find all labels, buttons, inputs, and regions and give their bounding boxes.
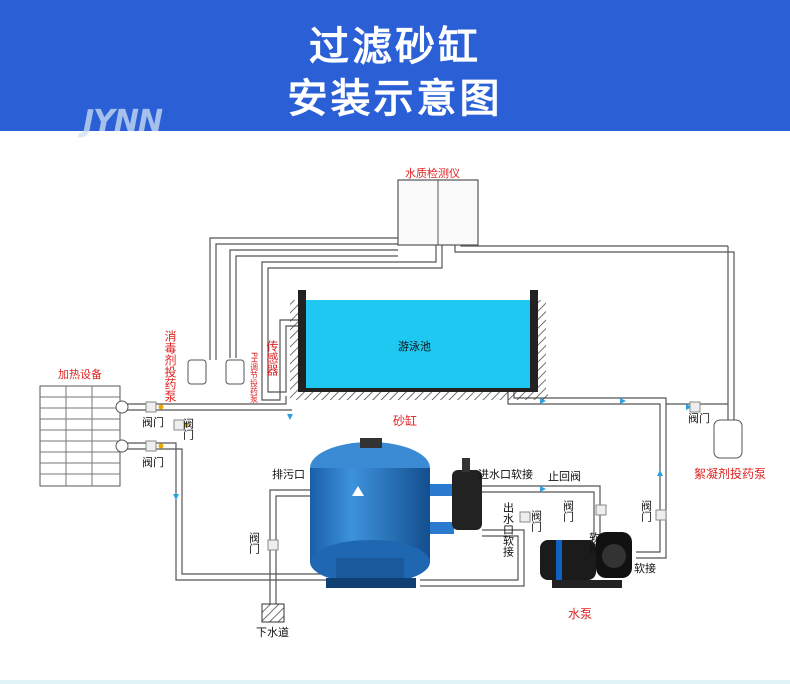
pump-label: 水泵	[568, 607, 592, 621]
valve-label-flocculant: 阀门	[688, 411, 710, 425]
header-banner	[0, 0, 790, 131]
valve-label-pump: 阀门	[562, 499, 575, 523]
sand-tank-label: 砂缸	[393, 413, 417, 428]
valve-label-heater-top: 阀门	[142, 415, 164, 429]
valve-label-bypass: 阀门	[182, 417, 195, 441]
outlet-hose-label: 出水口软接	[502, 501, 515, 558]
water-quality-meter-label: 水质检测仪	[405, 166, 460, 180]
flocculant-pump-label: 絮凝剂投药泵	[694, 466, 766, 481]
ph-pump-label: PH调节投药泵	[250, 352, 259, 403]
check-valve-label: 止回阀	[548, 469, 581, 483]
water-pump	[540, 532, 632, 588]
valve-label-drain: 阀门	[248, 531, 261, 555]
sand-filter-tank	[310, 438, 482, 588]
inlet-hose-label: 进水口软接	[478, 467, 533, 481]
title-line-2: 安装示意图	[287, 76, 503, 122]
valve-label-return: 阀门	[640, 499, 653, 523]
pool-label: 游泳池	[398, 339, 431, 353]
heater-unit	[39, 385, 129, 487]
valve-handles	[158, 404, 189, 449]
sensor-label: 传感器	[265, 339, 279, 377]
brand-watermark: JYNN	[83, 104, 163, 139]
sewer-drain	[261, 603, 285, 623]
water-quality-meter	[397, 179, 479, 246]
valve-label-heater-bottom: 阀门	[142, 455, 164, 469]
soft-joint-label-return: 软接	[634, 561, 656, 575]
footer-strip	[0, 680, 790, 684]
sewer-label: 下水道	[256, 625, 289, 639]
soft-joint-label-pump: 软接	[588, 531, 601, 555]
flocculant-dosing-pump	[713, 419, 743, 459]
heater-label: 加热设备	[58, 367, 102, 381]
drain-port-label: 排污口	[272, 467, 305, 481]
disinfectant-pump-label: 消毒剂投药泵	[163, 330, 177, 402]
valve-label-outlet: 阀门	[530, 509, 543, 533]
disinfectant-dosing-pump	[187, 359, 207, 385]
valve-markers	[145, 401, 701, 551]
title-line-1: 过滤砂缸	[309, 24, 481, 70]
swimming-pool	[290, 290, 548, 400]
ph-dosing-pump	[225, 359, 245, 385]
